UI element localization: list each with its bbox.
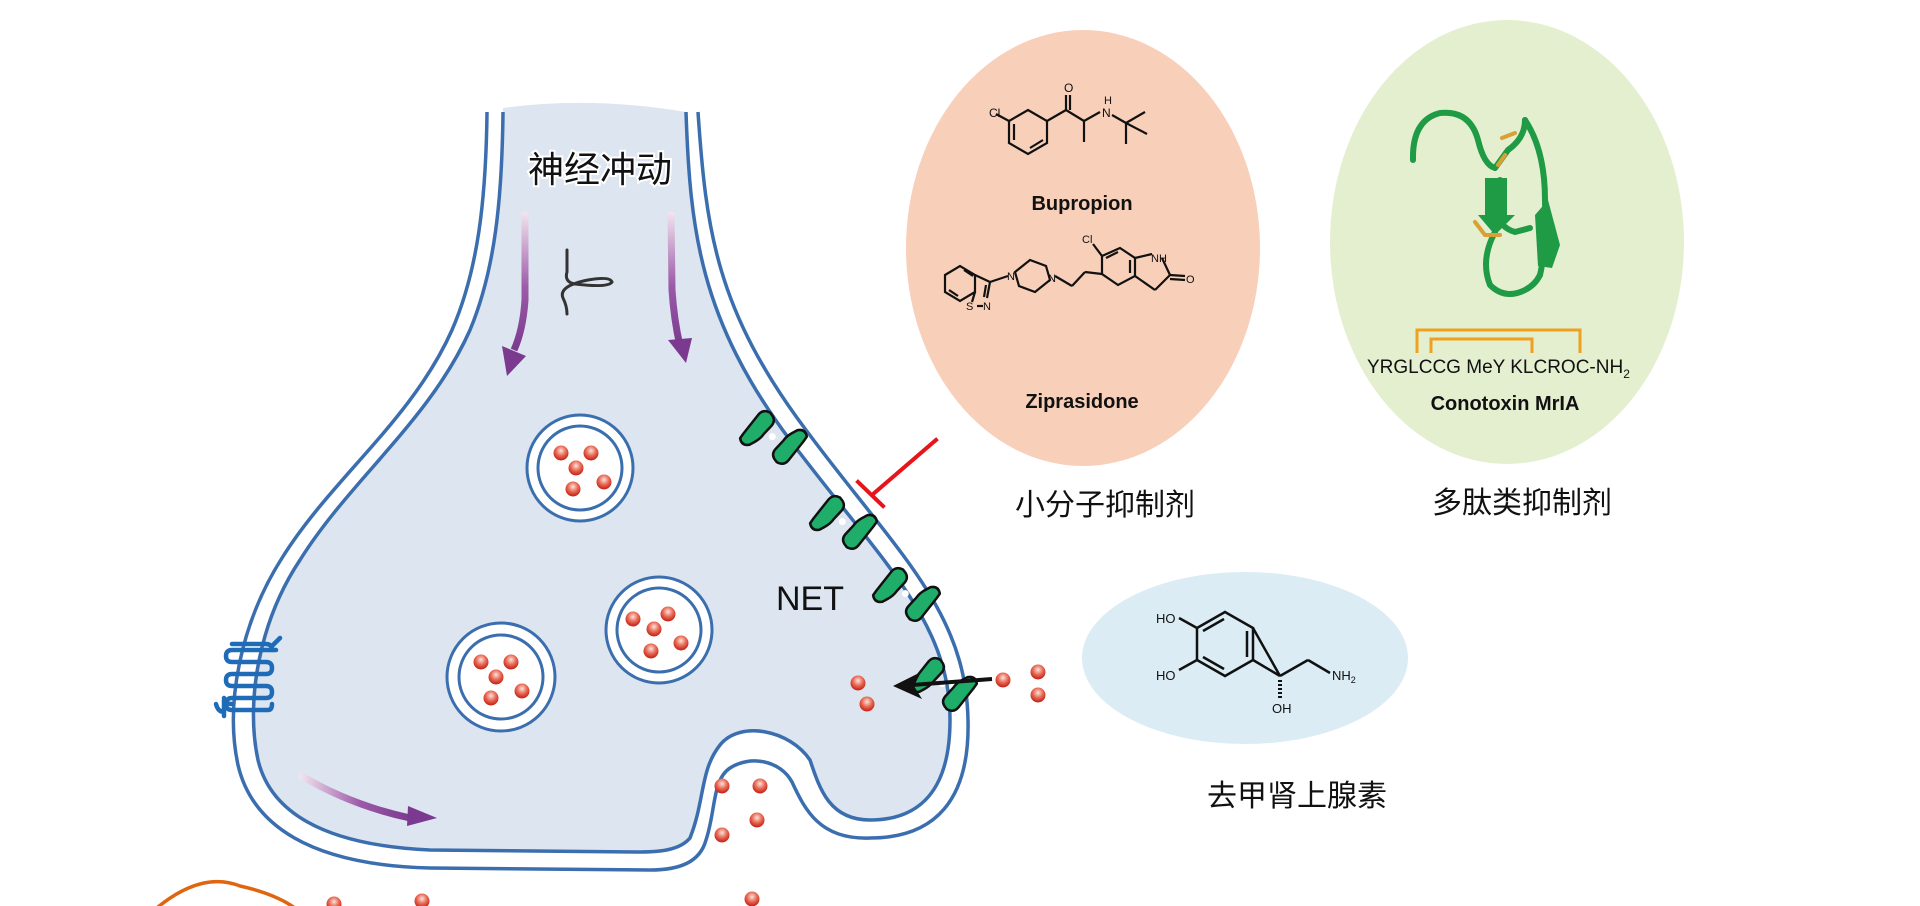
impulse-arrow-right: [667, 211, 692, 363]
ziprasidone-structure: [943, 243, 1186, 308]
nerve-impulse-label: 神经冲动: [528, 150, 672, 191]
impulse-arrow-bottom: [298, 771, 437, 826]
atom-label: NH: [1151, 253, 1167, 265]
peptide-sequence: YRGLCCG MeY KLCROC-NH2: [1367, 357, 1630, 381]
atom-subscript: 2: [1351, 675, 1356, 685]
action-potential-icon: [560, 248, 614, 316]
norepinephrine-structure: [1178, 610, 1331, 698]
disulfide-bracket: [1415, 328, 1582, 353]
ziprasidone-label: Ziprasidone: [1025, 391, 1138, 413]
bupropion-label: Bupropion: [1031, 193, 1132, 215]
atom-label: Cl: [1082, 234, 1092, 246]
atom-label: O: [1064, 81, 1073, 95]
synaptic-vesicle: [604, 575, 714, 685]
atom-label: N: [1102, 106, 1111, 120]
reuptake-arrow: [893, 672, 993, 699]
synaptic-vesicle: [445, 621, 557, 733]
atom-label: HO: [1156, 611, 1176, 626]
atom-text: NH: [1332, 668, 1351, 683]
peptide-panel: YRGLCCG MeY KLCROC-NH2 Conotoxin MrIA: [1330, 20, 1684, 464]
synaptic-vesicle: [525, 413, 635, 523]
bupropion-structure: [995, 95, 1148, 156]
atom-label: N: [983, 301, 991, 313]
conotoxin-label: Conotoxin MrIA: [1431, 393, 1580, 415]
sequence-text: YRGLCCG MeY KLCROC-NH: [1367, 357, 1623, 378]
peptide-inhibitor-label: 多肽类抑制剂: [1432, 486, 1612, 521]
membrane-channel-icon: [213, 635, 283, 719]
norepinephrine-panel: HO HO NH2 OH: [1082, 572, 1408, 744]
impulse-arrow-left: [502, 212, 529, 376]
atom-label: OH: [1272, 701, 1292, 716]
small-molecule-inhibitor-label: 小分子抑制剂: [1015, 488, 1195, 523]
norepinephrine-label: 去甲肾上腺素: [1207, 779, 1387, 814]
net-label: NET: [776, 580, 844, 618]
postsynaptic-outline: [156, 879, 295, 906]
inhibition-icon: [855, 437, 939, 509]
sequence-subscript: 2: [1623, 367, 1630, 381]
atom-label: HO: [1156, 668, 1176, 683]
disulfide-bond-icon: [1473, 131, 1517, 237]
small-molecule-panel: Cl O H N Bupropion: [906, 30, 1260, 466]
inner-membrane: [251, 111, 952, 854]
atom-label: S: [966, 301, 973, 313]
beta-strand-icon: [1478, 178, 1515, 235]
beta-strand-icon: [1535, 200, 1560, 268]
atom-label: H: [1104, 95, 1112, 107]
outer-membrane: [231, 111, 970, 872]
atom-label: N: [1007, 271, 1015, 283]
atom-label: Cl: [989, 106, 1000, 120]
atom-label: N: [1048, 273, 1056, 285]
atom-label: O: [1186, 274, 1195, 286]
atom-label: NH2: [1332, 668, 1356, 685]
